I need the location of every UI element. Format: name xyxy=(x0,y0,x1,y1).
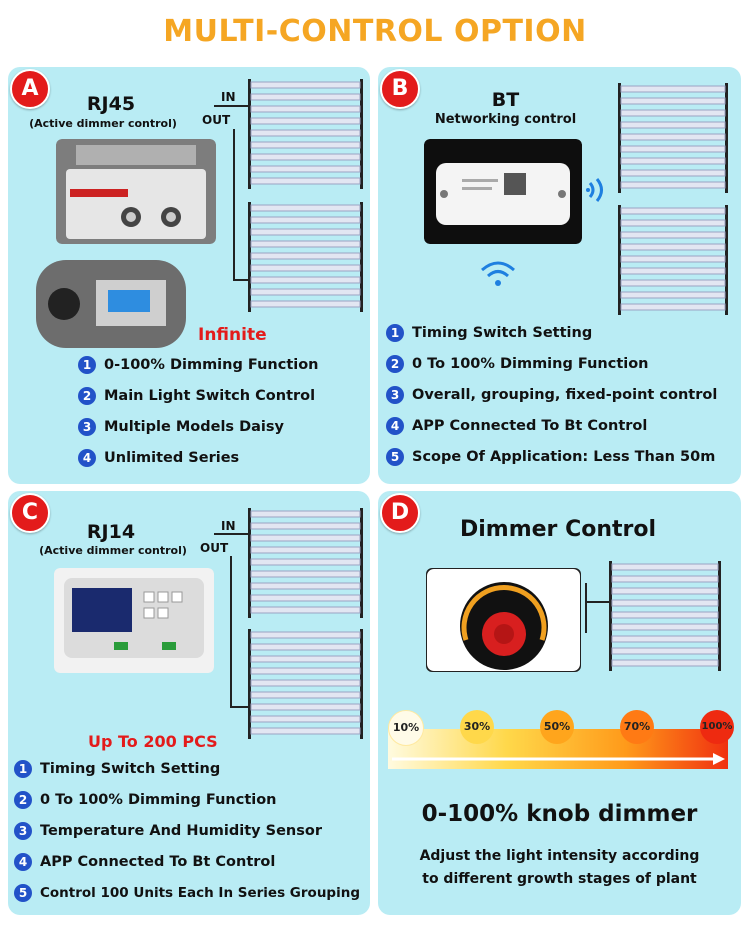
panel-c-feature-list: 1 Timing Switch Setting 2 0 To 100% Dimmin… xyxy=(14,753,360,908)
panel-badge-d: D xyxy=(380,493,420,533)
feature-label: 0 To 100% Dimming Function xyxy=(40,791,277,808)
page-title: MULTI-CONTROL OPTION xyxy=(163,14,587,49)
out-label: OUT xyxy=(202,113,231,127)
list-item: 3 Multiple Models Daisy xyxy=(78,411,319,442)
panel-rj14: C RJ14 (Active dimmer control) IN OUT Up… xyxy=(8,491,370,915)
level-10: 10% xyxy=(388,710,424,746)
panel-dimmer: D Dimmer Control 10% 30% 50% 70% 100% xyxy=(378,491,741,915)
dimmer-knob-image xyxy=(426,568,581,672)
list-item: 2 0 To 100% Dimming Function xyxy=(386,348,717,379)
feature-label: Timing Switch Setting xyxy=(412,324,593,341)
number-4-icon: 4 xyxy=(78,448,96,467)
list-item: 4 APP Connected To Bt Control xyxy=(386,410,717,441)
feature-label: Control 100 Units Each In Series Groupin… xyxy=(40,884,360,901)
wire-in xyxy=(214,533,248,535)
list-item: 1 Timing Switch Setting xyxy=(14,753,360,784)
bt-controller-image xyxy=(424,139,582,244)
number-4-icon: 4 xyxy=(386,416,404,435)
number-1-icon: 1 xyxy=(386,323,404,342)
panel-c-highlight: Up To 200 PCS xyxy=(88,732,218,751)
number-3-icon: 3 xyxy=(386,385,404,404)
wire-out xyxy=(230,556,232,706)
wire-knob xyxy=(585,583,587,633)
wire-knob-link xyxy=(585,601,609,603)
panel-b-subheading: Networking control xyxy=(434,112,577,127)
rj45-plug-image xyxy=(36,260,186,348)
feature-label: APP Connected To Bt Control xyxy=(40,853,276,870)
feature-label: APP Connected To Bt Control xyxy=(412,417,648,434)
in-label: IN xyxy=(221,519,236,533)
light-bars-upper xyxy=(248,508,363,618)
list-item: 1 0-100% Dimming Function xyxy=(78,349,319,380)
panel-badge-a: A xyxy=(10,69,50,109)
panel-c-subheading: (Active dimmer control) xyxy=(39,544,187,557)
panel-d-description-line1: Adjust the light intensity according xyxy=(419,848,700,864)
list-item: 4 Unlimited Series xyxy=(78,442,319,473)
number-5-icon: 5 xyxy=(14,883,32,902)
feature-label: Scope Of Application: Less Than 50m xyxy=(412,448,716,465)
number-3-icon: 3 xyxy=(78,417,96,436)
number-2-icon: 2 xyxy=(14,790,32,809)
number-3-icon: 3 xyxy=(14,821,32,840)
list-item: 1 Timing Switch Setting xyxy=(386,317,717,348)
wire-link xyxy=(230,706,248,708)
level-30: 30% xyxy=(460,710,494,744)
number-2-icon: 2 xyxy=(386,354,404,373)
feature-label: 0-100% Dimming Function xyxy=(104,356,319,373)
panel-rj45: A RJ45 (Active dimmer control) IN OUT In… xyxy=(8,67,370,484)
panel-a-heading: RJ45 xyxy=(86,93,136,115)
panel-d-description-line2: to different growth stages of plant xyxy=(422,871,697,887)
list-item: 2 0 To 100% Dimming Function xyxy=(14,784,360,815)
panel-badge-b: B xyxy=(380,69,420,109)
panel-d-heading: Dimmer Control xyxy=(459,517,657,542)
panel-c-heading: RJ14 xyxy=(86,521,136,543)
feature-label: Overall, grouping, fixed-point control xyxy=(412,386,718,403)
feature-label: Unlimited Series xyxy=(104,449,240,466)
feature-label: 0 To 100% Dimming Function xyxy=(412,355,649,372)
light-bars-upper xyxy=(618,83,728,193)
feature-label: Multiple Models Daisy xyxy=(104,418,284,435)
panel-a-feature-list: 1 0-100% Dimming Function 2 Main Light Swi… xyxy=(78,349,319,473)
panel-badge-c: C xyxy=(10,493,50,533)
list-item: 3 Overall, grouping, fixed-point control xyxy=(386,379,717,410)
rj45-controller-image xyxy=(56,139,216,244)
light-bars-lower xyxy=(248,202,363,312)
in-label: IN xyxy=(221,90,236,104)
list-item: 4 APP Connected To Bt Control xyxy=(14,846,360,877)
panel-bt: B BT Networking control 1 Timing Switch S… xyxy=(378,67,741,484)
wire-in xyxy=(214,105,248,107)
light-bars xyxy=(609,561,721,671)
level-100: 100% xyxy=(700,710,734,744)
number-1-icon: 1 xyxy=(14,759,32,778)
number-5-icon: 5 xyxy=(386,447,404,466)
feature-label: Temperature And Humidity Sensor xyxy=(40,822,322,839)
list-item: 5 Scope Of Application: Less Than 50m xyxy=(386,441,717,472)
wire-out xyxy=(233,129,235,279)
light-bars-lower xyxy=(618,205,728,315)
number-1-icon: 1 xyxy=(78,355,96,374)
feature-label: Main Light Switch Control xyxy=(104,387,316,404)
panel-d-headline: 0-100% knob dimmer xyxy=(421,801,698,827)
out-label: OUT xyxy=(200,541,229,555)
wifi-icon xyxy=(481,261,515,286)
number-4-icon: 4 xyxy=(14,852,32,871)
wire-link xyxy=(233,279,248,281)
level-50: 50% xyxy=(540,710,574,744)
panel-a-subheading: (Active dimmer control) xyxy=(29,117,177,130)
panel-a-highlight: Infinite xyxy=(198,325,267,345)
list-item: 3 Temperature And Humidity Sensor xyxy=(14,815,360,846)
wifi-signal-icon xyxy=(586,178,603,202)
rj14-controller-image xyxy=(54,568,214,673)
feature-label: Timing Switch Setting xyxy=(40,760,221,777)
list-item: 5 Control 100 Units Each In Series Groupi… xyxy=(14,877,360,908)
light-bars-upper xyxy=(248,79,363,189)
number-2-icon: 2 xyxy=(78,386,96,405)
panel-b-feature-list: 1 Timing Switch Setting 2 0 To 100% Dimmin… xyxy=(386,317,717,472)
panel-b-heading: BT xyxy=(491,89,520,111)
list-item: 2 Main Light Switch Control xyxy=(78,380,319,411)
light-bars-lower xyxy=(248,629,363,739)
level-70: 70% xyxy=(620,710,654,744)
